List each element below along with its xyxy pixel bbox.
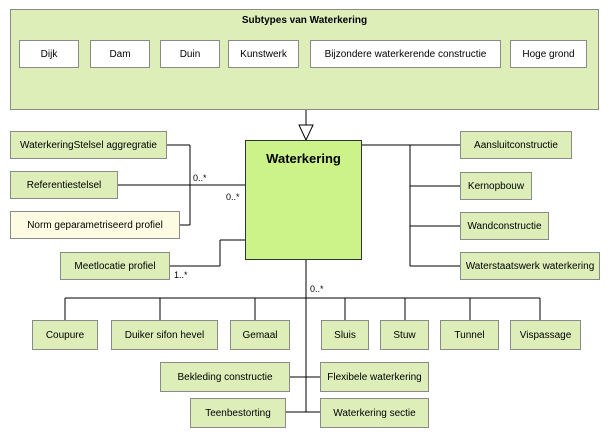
left-item-waterkeringstelsel-aggregratie[interactable]: WaterkeringStelsel aggregratie xyxy=(10,131,167,159)
bottom-item-tunnel[interactable]: Tunnel xyxy=(440,320,499,350)
bottom-item-sluis[interactable]: Sluis xyxy=(321,320,369,350)
waterkering-class-title: Waterkering xyxy=(266,151,341,166)
multiplicity-left-top: 0..* xyxy=(193,173,207,183)
right-item-waterstaatswerk-waterkering[interactable]: Waterstaatswerk waterkering xyxy=(460,252,600,280)
left-item-norm-geparametriseerd-profiel[interactable]: Norm geparametriseerd profiel xyxy=(10,211,180,239)
lower-item-flexibele-waterkering[interactable]: Flexibele waterkering xyxy=(320,362,429,392)
left-item-meetlocatie-profiel[interactable]: Meetlocatie profiel xyxy=(60,252,170,280)
bottom-item-vispassage[interactable]: Vispassage xyxy=(510,320,581,350)
subtypes-group-title: Subtypes van Waterkering xyxy=(241,15,368,26)
bottom-item-stuw[interactable]: Stuw xyxy=(380,320,429,350)
multiplicity-bottom: 0..* xyxy=(310,284,324,294)
bottom-item-duiker-sifon-hevel[interactable]: Duiker sifon hevel xyxy=(111,320,218,350)
waterkering-class[interactable]: Waterkering xyxy=(245,140,362,260)
bottom-item-gemaal[interactable]: Gemaal xyxy=(230,320,290,350)
subtype-duin[interactable]: Duin xyxy=(160,40,220,68)
multiplicity-left-mid: 0..* xyxy=(226,192,240,202)
multiplicity-meetlocatie: 1..* xyxy=(174,270,188,280)
right-item-wandconstructie[interactable]: Wandconstructie xyxy=(460,212,549,240)
lower-item-bekleding-constructie[interactable]: Bekleding constructie xyxy=(160,362,290,392)
right-item-kernopbouw[interactable]: Kernopbouw xyxy=(460,172,532,200)
subtype-kunstwerk[interactable]: Kunstwerk xyxy=(228,40,299,68)
lower-item-waterkering-sectie[interactable]: Waterkering sectie xyxy=(320,398,429,428)
left-item-referentiestelsel[interactable]: Referentiestelsel xyxy=(10,171,118,199)
subtype-dam[interactable]: Dam xyxy=(90,40,150,68)
subtype-dijk[interactable]: Dijk xyxy=(19,40,79,68)
subtype-bijzondere-waterkerende-constructie[interactable]: Bijzondere waterkerende constructie xyxy=(310,40,501,68)
bottom-item-coupure[interactable]: Coupure xyxy=(32,320,98,350)
subtype-hoge-grond[interactable]: Hoge grond xyxy=(510,40,587,68)
right-item-aansluitconstructie[interactable]: Aansluitconstructie xyxy=(460,131,572,159)
lower-item-teenbestorting[interactable]: Teenbestorting xyxy=(190,398,286,428)
